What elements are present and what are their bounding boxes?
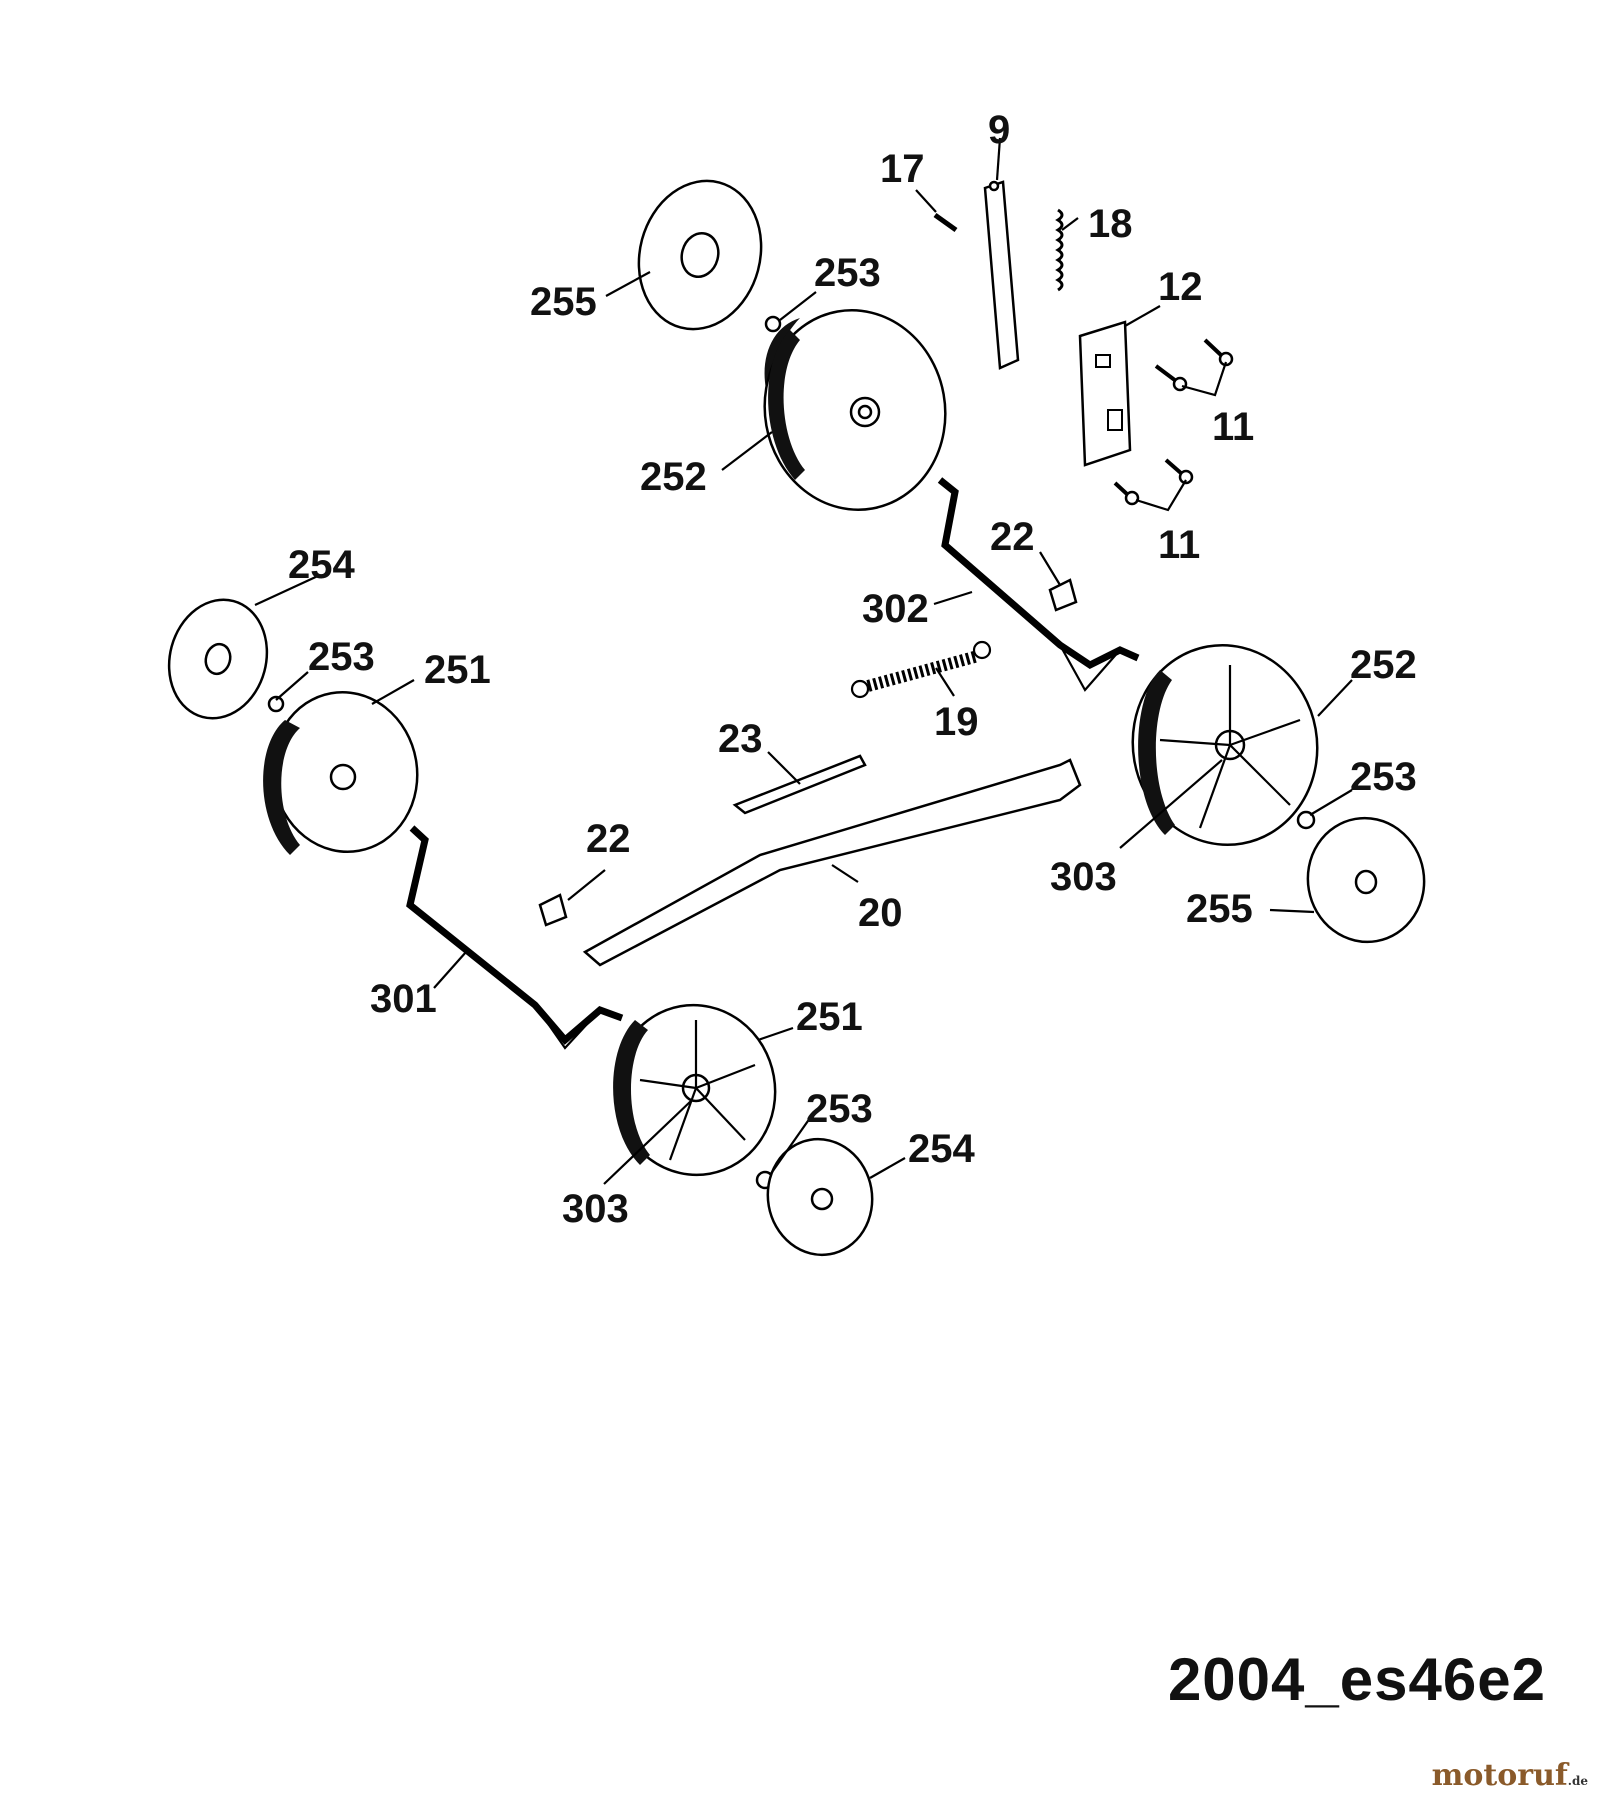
callout-253: 253 <box>814 251 881 295</box>
part-19-spring <box>850 640 992 699</box>
callout-9: 9 <box>988 108 1010 152</box>
wheel-251-lower <box>613 1003 874 1257</box>
callout-302: 302 <box>862 587 929 631</box>
part-18-spring <box>1055 208 1064 292</box>
callout-301: 301 <box>370 977 437 1021</box>
callout-12: 12 <box>1158 265 1203 309</box>
wheel-252-right <box>1131 643 1426 944</box>
callout-303: 303 <box>1050 855 1117 899</box>
part-301-axle <box>406 825 624 1050</box>
callout-253: 253 <box>806 1087 873 1131</box>
wheel-251-upper <box>167 598 419 855</box>
callout-22: 22 <box>586 817 631 861</box>
part-9-bracket <box>983 180 1020 370</box>
callout-303: 303 <box>562 1187 629 1231</box>
callout-252: 252 <box>640 455 707 499</box>
leader-lines <box>254 137 1353 1185</box>
callout-253: 253 <box>308 635 375 679</box>
callout-22: 22 <box>990 515 1035 559</box>
watermark-tld: .de <box>1567 1774 1588 1788</box>
callout-251: 251 <box>424 648 491 692</box>
part-12-plate <box>1078 320 1132 467</box>
part-20-lever <box>582 758 1082 967</box>
callout-253: 253 <box>1350 755 1417 799</box>
wheel-252-upper <box>637 179 947 511</box>
callout-251: 251 <box>796 995 863 1039</box>
callout-19: 19 <box>934 700 979 744</box>
watermark-brand: motoruf <box>1431 1758 1568 1793</box>
callout-17: 17 <box>880 147 925 191</box>
callout-255: 255 <box>530 280 597 324</box>
callout-255: 255 <box>1186 887 1253 931</box>
callout-18: 18 <box>1088 202 1133 246</box>
callout-20: 20 <box>858 891 903 935</box>
callout-numbers: 9 17 18 12 11 11 255 253 252 22 302 254 … <box>288 108 1417 1231</box>
part-22-lower-clip <box>538 893 568 927</box>
part-302-axle <box>937 477 1140 692</box>
motoruf-watermark: motoruf.de <box>1432 1758 1588 1793</box>
callout-254: 254 <box>288 543 355 587</box>
callout-254: 254 <box>908 1127 975 1171</box>
diagram-code-label: 2004_es46e2 <box>1167 1646 1546 1713</box>
part-17-pin <box>933 212 958 233</box>
part-23-bar <box>732 754 867 815</box>
callout-11: 11 <box>1212 405 1254 449</box>
part-22-upper-clip <box>1048 578 1078 612</box>
callout-23: 23 <box>718 717 763 761</box>
callout-252: 252 <box>1350 643 1417 687</box>
callout-11: 11 <box>1158 523 1200 567</box>
